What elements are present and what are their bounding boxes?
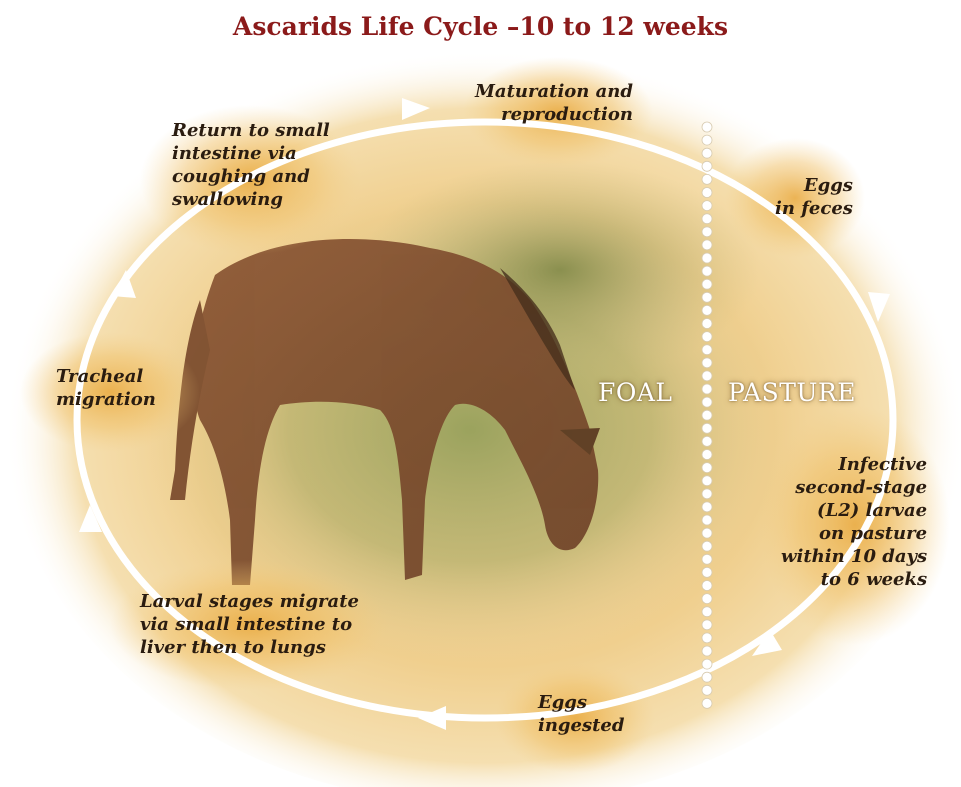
stage-maturation-line: reproduction: [475, 103, 633, 126]
divider-bead: [702, 410, 712, 420]
divider-bead: [702, 240, 712, 250]
divider-bead: [702, 436, 712, 446]
stage-eggs-ingested: Eggs ingested: [538, 691, 624, 737]
stage-infective-larvae-line: (L2) larvae: [781, 499, 927, 522]
divider-bead: [702, 476, 712, 486]
divider-bead: [702, 450, 712, 460]
stage-return-to-intestine: Return to small intestine via coughing a…: [172, 119, 330, 211]
stage-maturation-line: Maturation and: [475, 80, 633, 103]
divider-bead: [702, 541, 712, 551]
divider-bead: [702, 279, 712, 289]
divider-bead: [702, 502, 712, 512]
divider-bead: [702, 188, 712, 198]
zone-label-foal: FOAL: [598, 378, 673, 407]
stage-eggs-in-feces: Eggs in feces: [775, 174, 853, 220]
divider-bead: [702, 135, 712, 145]
divider-bead: [702, 620, 712, 630]
divider-bead: [702, 659, 712, 669]
divider-bead: [702, 685, 712, 695]
stage-return-to-intestine-line: swallowing: [172, 188, 330, 211]
divider-bead: [702, 567, 712, 577]
stage-eggs-in-feces-line: in feces: [775, 197, 853, 220]
divider-bead: [702, 122, 712, 132]
stage-return-to-intestine-line: Return to small: [172, 119, 330, 142]
stage-eggs-ingested-line: ingested: [538, 714, 624, 737]
divider-bead: [702, 594, 712, 604]
stage-tracheal-migration: Tracheal migration: [56, 365, 156, 411]
stage-return-to-intestine-line: coughing and: [172, 165, 330, 188]
stage-infective-larvae-line: on pasture: [781, 522, 927, 545]
stage-infective-larvae-line: to 6 weeks: [781, 568, 927, 591]
divider-bead: [702, 554, 712, 564]
stage-infective-larvae-line: within 10 days: [781, 545, 927, 568]
divider-bead: [702, 358, 712, 368]
stage-larval-migration-line: liver then to lungs: [140, 636, 359, 659]
stage-maturation: Maturation and reproduction: [475, 80, 633, 126]
divider-bead: [702, 148, 712, 158]
stage-eggs-ingested-line: Eggs: [538, 691, 624, 714]
stage-larval-migration-line: Larval stages migrate: [140, 590, 359, 613]
divider-bead: [702, 201, 712, 211]
divider-bead: [702, 646, 712, 656]
divider-bead: [702, 607, 712, 617]
divider-bead: [702, 423, 712, 433]
divider-bead: [702, 698, 712, 708]
divider-bead: [702, 292, 712, 302]
divider-bead: [702, 515, 712, 525]
stage-larval-migration: Larval stages migrate via small intestin…: [140, 590, 359, 659]
stage-infective-larvae-line: Infective: [781, 453, 927, 476]
divider-bead: [702, 397, 712, 407]
divider-bead: [702, 332, 712, 342]
divider-bead: [702, 305, 712, 315]
stage-tracheal-migration-line: migration: [56, 388, 156, 411]
divider-bead: [702, 384, 712, 394]
stage-infective-larvae: Infective second-stage (L2) larvae on pa…: [781, 453, 927, 591]
divider-bead: [702, 319, 712, 329]
divider-bead: [702, 253, 712, 263]
divider-bead: [702, 672, 712, 682]
stage-infective-larvae-line: second-stage: [781, 476, 927, 499]
divider-bead: [702, 161, 712, 171]
divider-bead: [702, 489, 712, 499]
divider-bead: [702, 227, 712, 237]
divider-bead: [702, 266, 712, 276]
divider-bead: [702, 581, 712, 591]
divider-bead: [702, 214, 712, 224]
stage-return-to-intestine-line: intestine via: [172, 142, 330, 165]
stage-tracheal-migration-line: Tracheal: [56, 365, 156, 388]
divider-bead: [702, 528, 712, 538]
stage-larval-migration-line: via small intestine to: [140, 613, 359, 636]
stage-eggs-in-feces-line: Eggs: [775, 174, 853, 197]
divider-bead: [702, 174, 712, 184]
divider-bead: [702, 345, 712, 355]
divider-bead: [702, 463, 712, 473]
divider-bead: [702, 371, 712, 381]
zone-label-pasture: PASTURE: [728, 378, 856, 407]
divider-bead: [702, 633, 712, 643]
